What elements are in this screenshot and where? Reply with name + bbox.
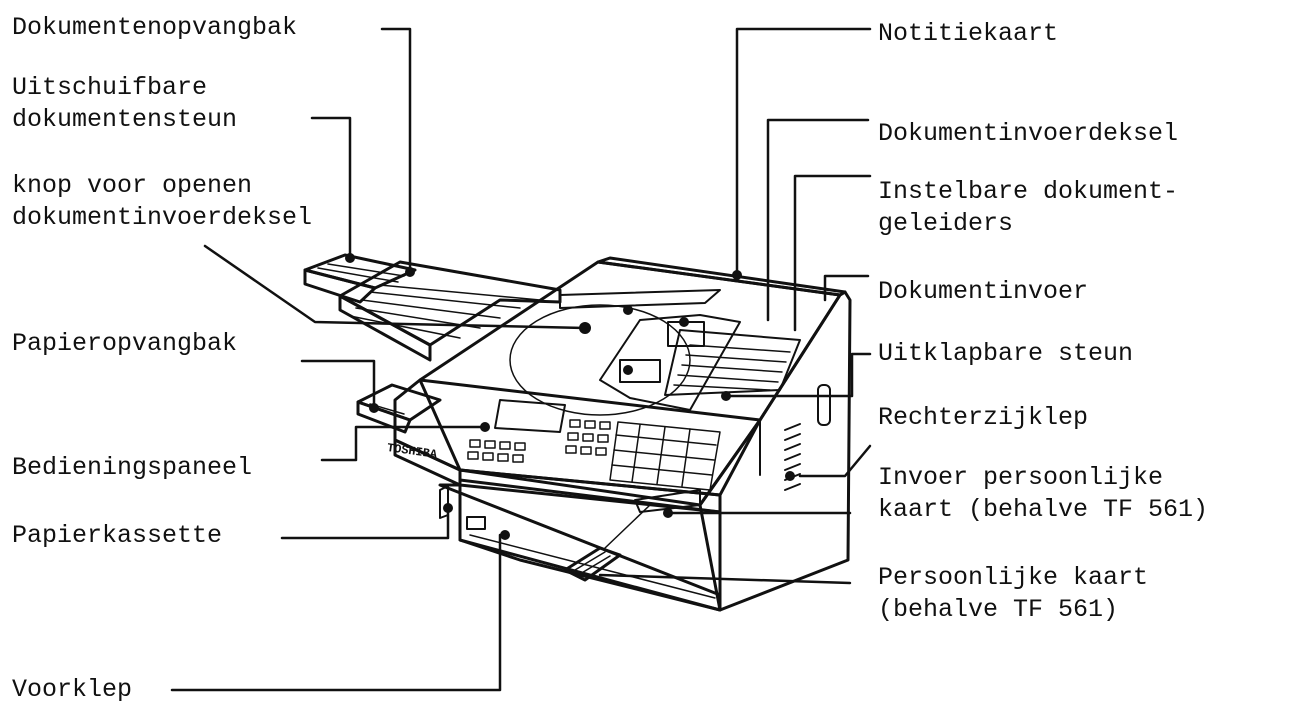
label-voorklep: Voorklep — [12, 674, 132, 706]
label-dokumentinvoerdeksel: Dokumentinvoerdeksel — [878, 118, 1178, 150]
label-line: Dokumentinvoerdeksel — [878, 119, 1179, 148]
label-invoer-persoonlijke-kaart: Invoer persoonlijke kaart (behalve TF 56… — [878, 462, 1208, 526]
label-papierkassette: Papierkassette — [12, 520, 222, 552]
document-output-tray — [303, 253, 562, 362]
label-dokumentenopvangbak: Dokumentenopvangbak — [12, 12, 297, 44]
label-line: Dokumentenopvangbak — [12, 13, 298, 42]
label-persoonlijke-kaart: Persoonlijke kaart (behalve TF 561) — [878, 562, 1148, 626]
label-line: dokumentinvoerdeksel — [12, 203, 313, 232]
label-line: Papierkassette — [12, 521, 223, 550]
label-line: Uitschuifbare — [12, 73, 208, 102]
label-line: Bedieningspaneel — [12, 453, 253, 482]
label-line: Invoer persoonlijke — [878, 463, 1164, 492]
label-line: Uitklapbare steun — [878, 339, 1134, 368]
label-uitklapbare-steun: Uitklapbare steun — [878, 338, 1133, 370]
leader-lines — [170, 27, 872, 692]
label-line: Instelbare dokument- — [878, 177, 1179, 206]
label-rechterzijklep: Rechterzijklep — [878, 402, 1088, 434]
label-line: Rechterzijklep — [878, 403, 1089, 432]
label-line: Persoonlijke kaart — [878, 563, 1149, 592]
label-knop-openen: knop voor openen dokumentinvoerdeksel — [12, 170, 312, 234]
label-bedieningspaneel: Bedieningspaneel — [12, 452, 252, 484]
label-line: Notitiekaart — [878, 19, 1059, 48]
label-line: Voorklep — [12, 675, 133, 704]
paper-cassette-drawing — [438, 478, 722, 612]
label-instelbare-dokumentgeleiders: Instelbare dokument- geleiders — [878, 176, 1178, 240]
label-uitschuifbare-dokumentensteun: Uitschuifbare dokumentensteun — [12, 72, 237, 136]
label-line: (behalve TF 561) — [878, 595, 1119, 624]
label-line: Papieropvangbak — [12, 329, 238, 358]
label-line: Dokumentinvoer — [878, 277, 1089, 306]
label-line: dokumentensteun — [12, 105, 238, 134]
personal-card-drawing — [563, 504, 651, 582]
label-line: knop voor openen — [12, 171, 253, 200]
label-notitiekaart: Notitiekaart — [878, 18, 1058, 50]
leader-dots — [345, 253, 795, 540]
label-line: kaart (behalve TF 561) — [878, 495, 1209, 524]
label-line: geleiders — [878, 209, 1014, 238]
label-dokumentinvoer: Dokumentinvoer — [878, 276, 1088, 308]
label-papieropvangbak: Papieropvangbak — [12, 328, 237, 360]
